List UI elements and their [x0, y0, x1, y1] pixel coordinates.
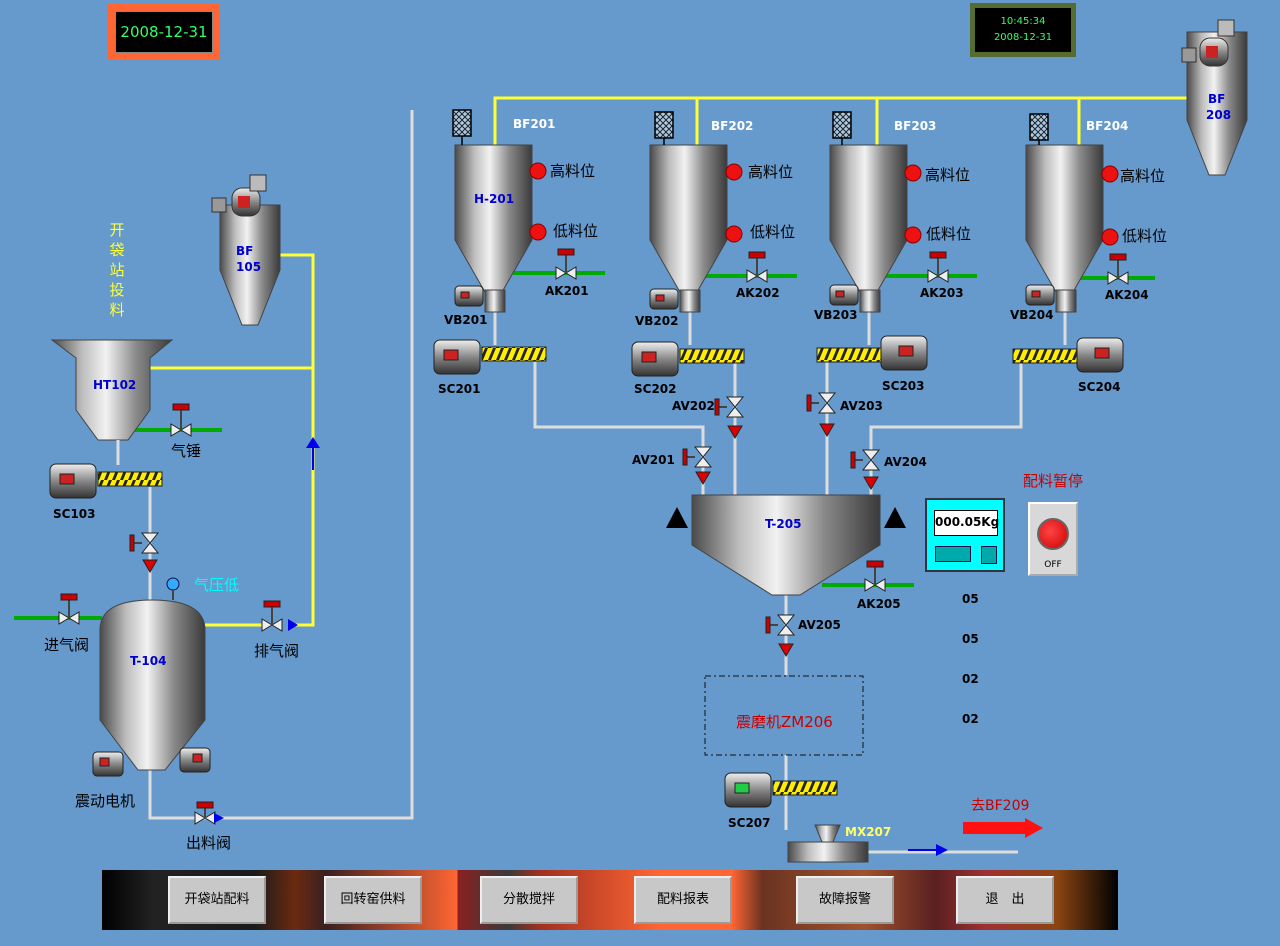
number-4: 02: [962, 712, 979, 726]
av201-label[interactable]: AV201: [632, 453, 675, 467]
clock-display: 10:45:34 2008-12-31: [970, 3, 1076, 57]
batching-report-button[interactable]: 配料报表: [634, 876, 732, 924]
ht102-hopper: [50, 339, 174, 465]
pressure-gauge-icon: [166, 577, 180, 600]
vb201-label[interactable]: VB201: [444, 313, 488, 327]
sc201-label[interactable]: SC201: [438, 382, 481, 396]
pause-state: OFF: [1044, 560, 1062, 570]
scale-keypad: [935, 546, 971, 562]
station-label: 开袋站投料: [109, 221, 125, 319]
ak201-label[interactable]: AK201: [545, 284, 589, 298]
mx207-mixer: [787, 824, 869, 863]
mill-label[interactable]: 震磨机ZM206: [736, 713, 833, 731]
sc203-label[interactable]: SC203: [882, 379, 925, 393]
number-1: 05: [962, 592, 979, 606]
level-lamps: [529, 162, 1119, 246]
silo4-low-level: 低料位: [1122, 227, 1168, 245]
bf105-label-2: 105: [236, 260, 262, 274]
silo2-low-level: 低料位: [750, 223, 796, 241]
bottom-toolbar: [102, 870, 1118, 930]
open-bag-batching-button[interactable]: 开袋站配料: [168, 876, 266, 924]
vb203-label[interactable]: VB203: [814, 308, 858, 322]
bf208-label-1: BF: [1208, 92, 1226, 106]
silo3-low-level: 低料位: [926, 225, 972, 243]
scale-indicator: [981, 546, 997, 564]
vibration-motor-label[interactable]: 震动电机: [75, 792, 136, 810]
ak202-label[interactable]: AK202: [736, 286, 780, 300]
mx207-label[interactable]: MX207: [845, 825, 892, 839]
clock-time: 10:45:34: [1000, 16, 1046, 27]
fault-alarm-button[interactable]: 故障报警: [796, 876, 894, 924]
silo-filters: [452, 109, 1049, 145]
ak204-label[interactable]: AK204: [1105, 288, 1149, 302]
exit-button[interactable]: 退 出: [956, 876, 1054, 924]
bf208-filter: [1181, 19, 1248, 176]
exhaust-valve-label[interactable]: 排气阀: [254, 642, 300, 660]
sc103-label[interactable]: SC103: [53, 507, 96, 521]
valves: [58, 248, 1129, 825]
av202-label[interactable]: AV202: [672, 399, 715, 413]
pause-label: 配料暂停: [1023, 472, 1084, 490]
air-pressure-low-label: 气压低: [194, 576, 240, 594]
vb204-label[interactable]: VB204: [1010, 308, 1054, 322]
pause-lamp-icon: [1037, 518, 1069, 550]
t104-tank: [99, 599, 206, 771]
clock-date: 2008-12-31: [993, 32, 1053, 43]
h201-label[interactable]: H-201: [474, 192, 515, 206]
av204-label[interactable]: AV204: [884, 455, 927, 469]
dispersion-mixing-button[interactable]: 分散搅拌: [480, 876, 578, 924]
t205-hopper: [666, 494, 906, 596]
silo1-high-level: 高料位: [550, 162, 596, 180]
sc207-label[interactable]: SC207: [728, 816, 771, 830]
silo4-high-level: 高料位: [1120, 167, 1166, 185]
kiln-feed-button[interactable]: 回转窑供料: [324, 876, 422, 924]
motors: [49, 284, 1124, 808]
discharge-valves: [129, 392, 881, 657]
av205-label[interactable]: AV205: [798, 618, 841, 632]
bf203-label: BF203: [894, 119, 937, 133]
pause-button[interactable]: OFF: [1028, 502, 1078, 576]
inlet-valve-label[interactable]: 进气阀: [44, 636, 90, 654]
clock-text: 10:45:34 2008-12-31: [975, 8, 1071, 52]
bf201-label: BF201: [513, 117, 556, 131]
bf105-label-1: BF: [236, 244, 254, 258]
to-bf209-label: 去BF209: [971, 798, 1030, 814]
date-text: 2008-12-31: [115, 11, 213, 53]
sc202-label[interactable]: SC202: [634, 382, 677, 396]
weigh-scale: 000.05Kg: [925, 498, 1005, 572]
bf204-label: BF204: [1086, 119, 1129, 133]
bf208-label-2: 208: [1206, 108, 1232, 122]
number-3: 02: [962, 672, 979, 686]
ht102-label[interactable]: HT102: [93, 378, 137, 392]
silo2-high-level: 高料位: [748, 163, 794, 181]
bf202-label: BF202: [711, 119, 754, 133]
mill-box: [704, 675, 864, 756]
silo3-high-level: 高料位: [925, 166, 971, 184]
sc204-label[interactable]: SC204: [1078, 380, 1121, 394]
ak205-label[interactable]: AK205: [857, 597, 901, 611]
av203-label[interactable]: AV203: [840, 399, 883, 413]
outlet-valve-label[interactable]: 出料阀: [186, 834, 232, 852]
scale-reading: 000.05Kg: [934, 510, 999, 536]
silos: [454, 144, 1104, 313]
flow-arrows: [214, 437, 1043, 856]
number-2: 05: [962, 632, 979, 646]
date-display: 2008-12-31: [108, 4, 220, 60]
vb202-label[interactable]: VB202: [635, 314, 679, 328]
air-hammer-label: 气锤: [171, 442, 202, 460]
bf105-filter: [211, 174, 281, 326]
silo1-low-level: 低料位: [553, 222, 599, 240]
t104-label[interactable]: T-104: [130, 654, 167, 668]
ak203-label[interactable]: AK203: [920, 286, 964, 300]
t205-label[interactable]: T-205: [765, 517, 802, 531]
